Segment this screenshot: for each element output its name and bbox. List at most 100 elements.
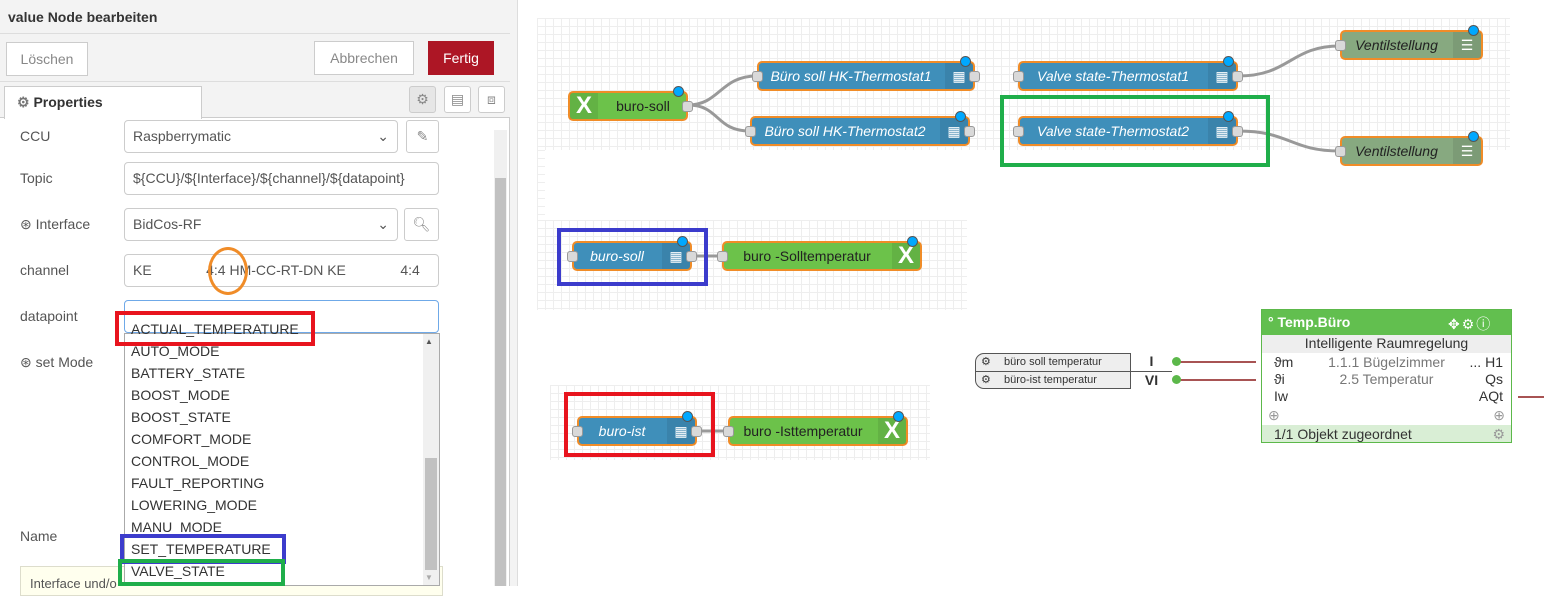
gear-icon: ⚙ — [17, 94, 34, 110]
delete-button[interactable]: Löschen — [6, 42, 88, 76]
dropdown-option[interactable]: SET_TEMPERATURE — [131, 541, 271, 557]
list-icon: ☰ — [1453, 138, 1481, 164]
dropdown-option[interactable]: LOWERING_MODE — [131, 497, 258, 513]
scroll-up-icon[interactable]: ▲ — [425, 337, 433, 346]
input-port[interactable] — [745, 126, 756, 137]
edit-panel: value Node bearbeiten Löschen Abbrechen … — [0, 0, 510, 596]
dropdown-option[interactable]: BATTERY_STATE — [131, 365, 246, 381]
output-port[interactable] — [1232, 71, 1243, 82]
output-port[interactable] — [682, 101, 693, 112]
input-port[interactable] — [1013, 126, 1024, 137]
dropdown-option[interactable]: VALVE_STATE — [131, 563, 225, 579]
dropdown-option[interactable]: CONTROL_MODE — [131, 453, 250, 469]
panel-resize-handle[interactable] — [510, 0, 518, 586]
input-port[interactable] — [1013, 71, 1024, 82]
dropdown-option[interactable]: ACTUAL_TEMPERATURE — [131, 321, 299, 337]
dropdown-option[interactable]: MANU_MODE — [131, 519, 223, 535]
node-label: buro -Isttemperatur — [743, 423, 863, 439]
add-output-icon[interactable]: ⊕ — [1493, 407, 1505, 423]
appearance-frame-icon[interactable]: ⧈ — [478, 86, 505, 113]
input-port[interactable] — [717, 251, 728, 262]
node-label: Valve state-Thermostat2 — [1037, 123, 1189, 139]
logic-title: ° Temp.Büro — [1262, 310, 1511, 335]
edit-pencil-icon[interactable]: ✎ — [406, 120, 439, 153]
status-dot — [960, 56, 971, 67]
topic-input[interactable]: ${CCU}/${Interface}/${channel}/${datapoi… — [124, 162, 439, 195]
node-label: Ventilstellung — [1355, 143, 1438, 159]
ccu-select[interactable]: Raspberrymatic⌄ — [124, 120, 398, 153]
output-port[interactable] — [1172, 375, 1181, 384]
rpc-node-hk2[interactable]: ▦Büro soll HK-Thermostat2 — [745, 111, 975, 146]
output-port[interactable] — [686, 251, 697, 262]
gear-icon[interactable]: ⚙ — [1492, 426, 1505, 442]
output-port[interactable] — [969, 71, 980, 82]
move-gear-info-icons[interactable]: ✥⚙ⓘ — [1448, 316, 1493, 332]
scroll-down-icon[interactable]: ▼ — [425, 573, 433, 582]
panel-scroll-thumb[interactable] — [495, 178, 506, 586]
output-port[interactable] — [1232, 126, 1243, 137]
status-dot — [682, 411, 693, 422]
input-label: ϑm — [1274, 354, 1294, 370]
node-label: buro-ist — [598, 423, 646, 439]
radio-icon: ⊛ — [20, 354, 36, 370]
input-port[interactable] — [1335, 40, 1346, 51]
value-node-soll[interactable]: ▦buro-soll — [567, 236, 697, 271]
description-doc-icon[interactable]: ▤ — [444, 86, 471, 113]
gear-icon: ⚙ — [981, 374, 991, 386]
search-icon[interactable]: 🔍︎ — [404, 208, 439, 241]
dropdown-option[interactable]: FAULT_REPORTING — [131, 475, 265, 491]
rpc-node-vs2[interactable]: ▦Valve state-Thermostat2 — [1013, 111, 1243, 146]
chevron-down-icon: ⌄ — [377, 216, 389, 232]
input-port[interactable] — [723, 426, 734, 437]
node-label: Valve state-Thermostat1 — [1037, 68, 1189, 84]
rpc-node-hk1[interactable]: ▦Büro soll HK-Thermostat1 — [752, 56, 980, 91]
interface-label: ⊛ Interface — [20, 216, 91, 232]
input-port[interactable] — [567, 251, 578, 262]
datapoint-input[interactable] — [124, 300, 439, 333]
input-port[interactable] — [1335, 146, 1346, 157]
interface-select[interactable]: BidCos-RF⌄ — [124, 208, 398, 241]
grid-window-icon: ▦ — [667, 418, 695, 444]
dropdown-scrollbar[interactable]: ▲ ▼ — [423, 334, 439, 585]
orange-circle-annotation — [208, 247, 248, 295]
output-port[interactable] — [691, 426, 702, 437]
cancel-button[interactable]: Abbrechen — [314, 41, 414, 75]
status-dot — [955, 111, 966, 122]
add-input-icon[interactable]: ⊕ — [1268, 407, 1280, 423]
dropdown-option[interactable]: BOOST_MODE — [131, 387, 230, 403]
grid-window-icon: ▦ — [1208, 63, 1236, 89]
debug-node-vent2[interactable]: ☰ Ventilstellung — [1335, 131, 1483, 166]
input-port[interactable] — [752, 71, 763, 82]
done-button[interactable]: Fertig — [428, 41, 494, 75]
output-port[interactable] — [964, 126, 975, 137]
input-port[interactable] — [572, 426, 583, 437]
status-dot — [893, 411, 904, 422]
logic-block-temp-buero[interactable]: ° Temp.Büro ✥⚙ⓘ Intelligente Raumregelun… — [1261, 309, 1512, 443]
panel-scrollbar[interactable] — [494, 130, 507, 586]
tab-properties[interactable]: ⚙ Properties — [4, 86, 202, 119]
dropdown-option[interactable]: BOOST_STATE — [131, 409, 231, 425]
dropdown-option[interactable]: COMFORT_MODE — [131, 431, 252, 447]
value-node-ist[interactable]: ▦ buro-ist — [572, 411, 702, 446]
channel-input[interactable]: KE 4:4 HM-CC-RT-DN KE 4:4 — [124, 254, 439, 287]
x-logo-icon: X — [878, 418, 906, 444]
status-dot — [1468, 25, 1479, 36]
rpc-node-vs1[interactable]: ▦ Valve state-Thermostat1 — [1013, 56, 1243, 91]
settings-gear-icon[interactable]: ⚙ — [409, 86, 436, 113]
dropdown-option[interactable]: AUTO_MODE — [131, 343, 220, 359]
status-dot — [673, 86, 684, 97]
scroll-thumb[interactable] — [425, 458, 437, 570]
logic-subtitle: Intelligente Raumregelung — [1262, 335, 1511, 353]
debug-node-vent1[interactable]: ☰Ventilstellung — [1335, 25, 1483, 60]
output-port[interactable] — [1172, 357, 1181, 366]
green-highlight-box — [1000, 95, 1270, 167]
node-label: Büro soll HK-Thermostat2 — [764, 123, 926, 139]
red-highlight-box — [564, 392, 715, 457]
